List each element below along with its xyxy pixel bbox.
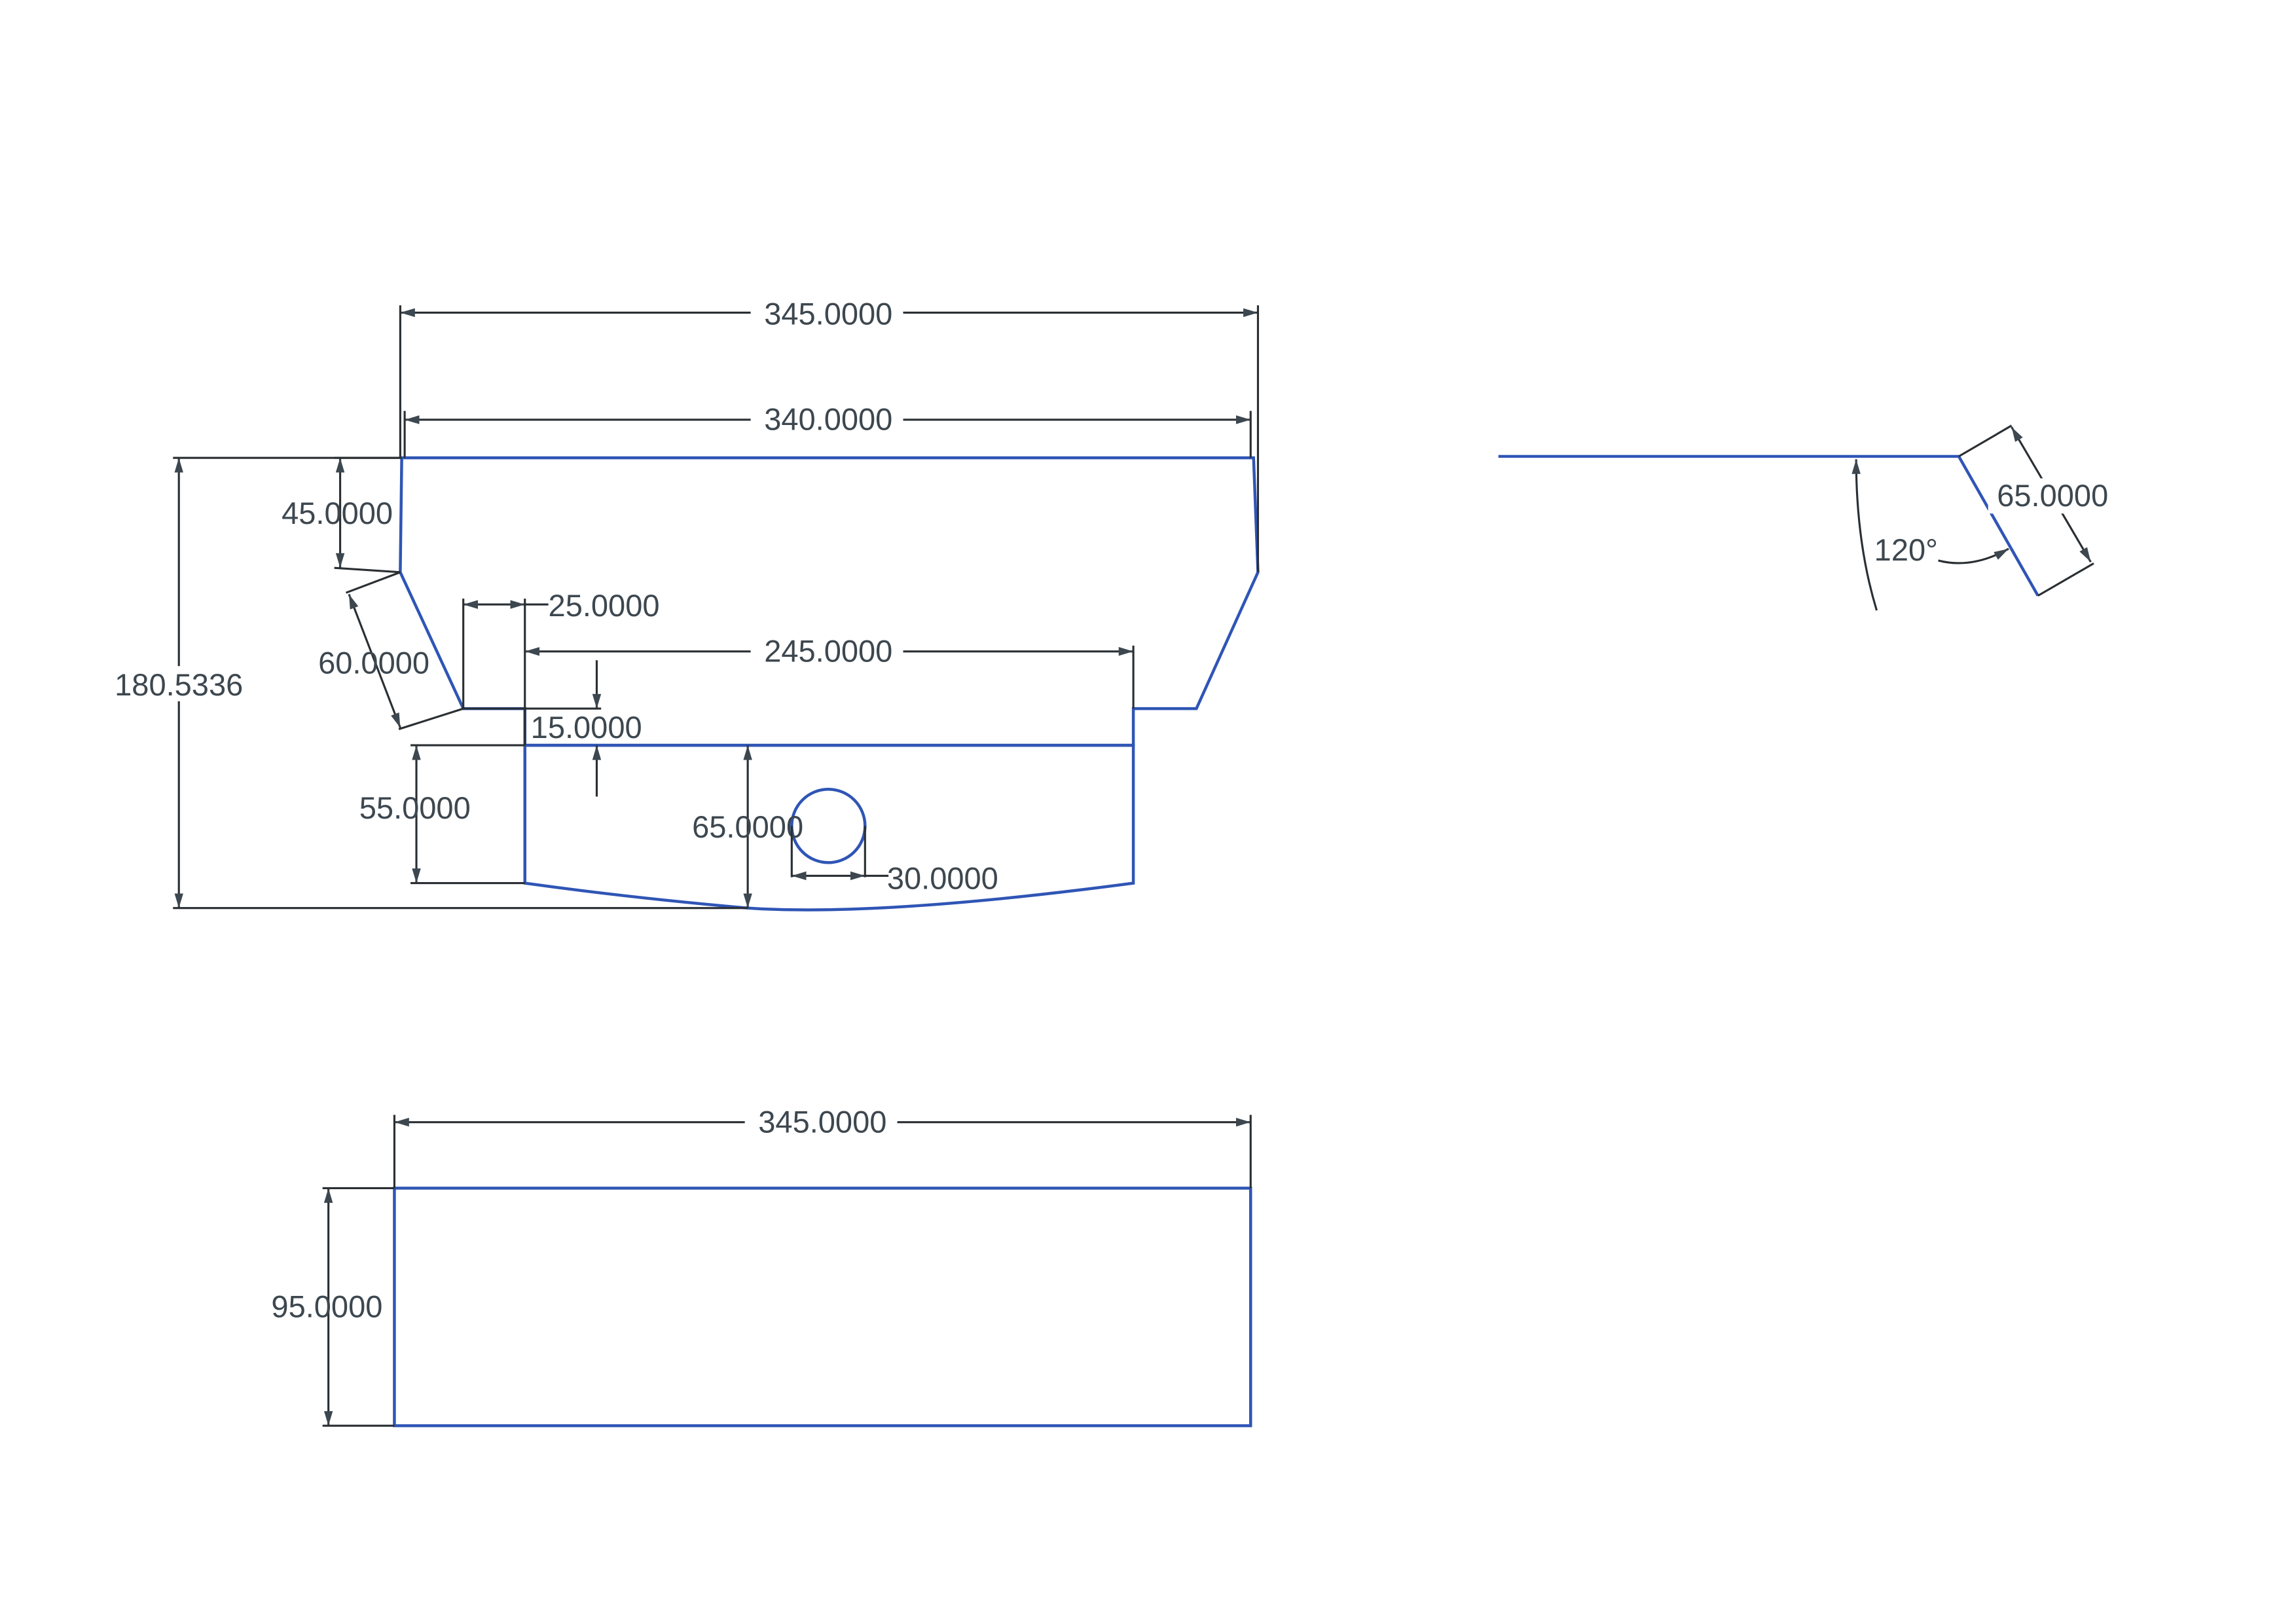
svg-text:345.0000: 345.0000 bbox=[764, 296, 892, 331]
svg-text:95.0000: 95.0000 bbox=[271, 1289, 382, 1323]
dim-chamfer-length: 60.0000 bbox=[318, 571, 464, 730]
svg-text:55.0000: 55.0000 bbox=[359, 790, 471, 825]
dim-angle: 120° bbox=[1851, 459, 2009, 611]
dim-angle-length: 65.0000 bbox=[1958, 424, 2121, 597]
svg-text:340.0000: 340.0000 bbox=[764, 402, 892, 437]
svg-text:120°: 120° bbox=[1874, 532, 1938, 567]
lower-section-hatched bbox=[523, 743, 1135, 912]
dim-top-width: 340.0000 bbox=[403, 402, 1252, 458]
dim-plate-height: 95.0000 bbox=[271, 1187, 395, 1427]
svg-text:30.0000: 30.0000 bbox=[887, 861, 998, 896]
svg-text:345.0000: 345.0000 bbox=[758, 1104, 886, 1139]
dim-center-height: 65.0000 bbox=[692, 745, 803, 908]
svg-text:65.0000: 65.0000 bbox=[1997, 478, 2108, 513]
dim-step-width: 25.0000 bbox=[462, 588, 660, 746]
svg-text:245.0000: 245.0000 bbox=[764, 633, 892, 668]
svg-text:65.0000: 65.0000 bbox=[692, 809, 803, 844]
dim-hole-diameter: 30.0000 bbox=[790, 826, 998, 896]
dim-slot-depth: 15.0000 bbox=[463, 660, 642, 797]
svg-text:25.0000: 25.0000 bbox=[549, 588, 660, 623]
dim-total-height: 180.5336 bbox=[102, 456, 748, 910]
section-view: 345.0000 340.0000 180.5336 45.0000 bbox=[102, 293, 1260, 912]
dim-lower-height: 55.0000 bbox=[359, 744, 525, 885]
svg-text:180.5336: 180.5336 bbox=[115, 667, 243, 702]
dim-overall-width: 345.0000 bbox=[399, 293, 1260, 572]
svg-text:60.0000: 60.0000 bbox=[318, 645, 429, 680]
dim-left-upper-height: 45.0000 bbox=[282, 456, 402, 574]
svg-text:15.0000: 15.0000 bbox=[531, 710, 642, 745]
plate-view: 345.0000 95.0000 bbox=[271, 1104, 1252, 1428]
dim-plate-width: 345.0000 bbox=[393, 1104, 1252, 1189]
upper-section-hatched bbox=[399, 456, 1260, 747]
plate-hatched bbox=[393, 1187, 1252, 1428]
angle-view: 120° 65.0000 bbox=[1498, 424, 2121, 611]
svg-text:45.0000: 45.0000 bbox=[282, 496, 393, 530]
dim-slot-width: 245.0000 bbox=[524, 633, 1135, 709]
